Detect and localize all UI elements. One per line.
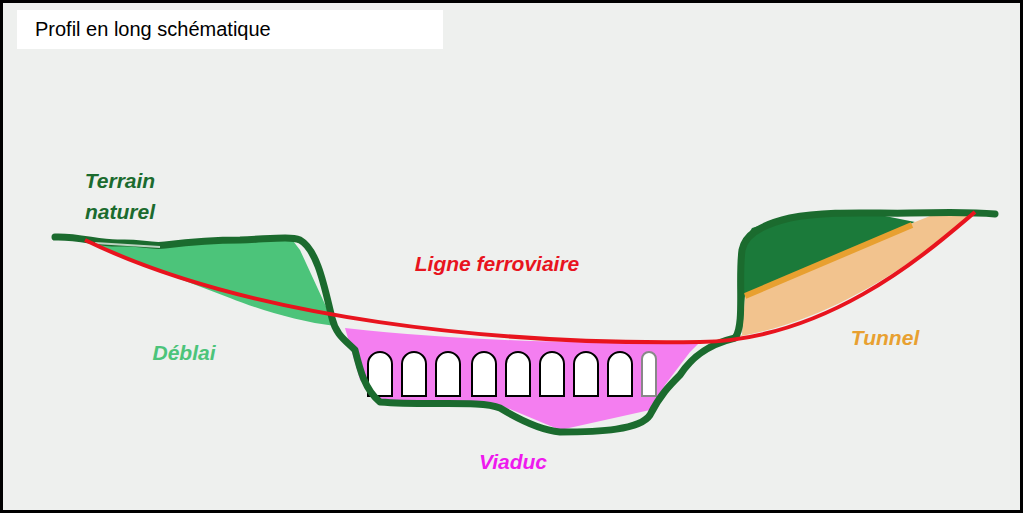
viaduct-arch xyxy=(472,352,496,396)
viaduct-label: Viaduc xyxy=(453,446,573,478)
ground-highlight xyxy=(95,243,160,247)
cutting-area xyxy=(85,237,335,326)
railway-line xyxy=(85,212,975,342)
viaduct-arch xyxy=(642,352,656,396)
viaduct-arch xyxy=(436,352,460,396)
tunnel-lining xyxy=(745,225,912,296)
viaduct-arch xyxy=(402,352,426,396)
tunnel-label: Tunnel xyxy=(825,322,945,354)
ground-label: Terrain naturel xyxy=(65,165,175,228)
viaduct-arch xyxy=(574,352,598,396)
viaduct-arch xyxy=(506,352,530,396)
viaduct-arches xyxy=(368,352,656,396)
viaduct-arch xyxy=(608,352,632,396)
cutting-label: Déblai xyxy=(124,337,244,369)
natural-ground xyxy=(55,212,995,432)
railway-label: Ligne ferroviaire xyxy=(367,248,627,280)
diagram-title: Profil en long schématique xyxy=(17,10,443,49)
viaduct-arch xyxy=(540,352,564,396)
